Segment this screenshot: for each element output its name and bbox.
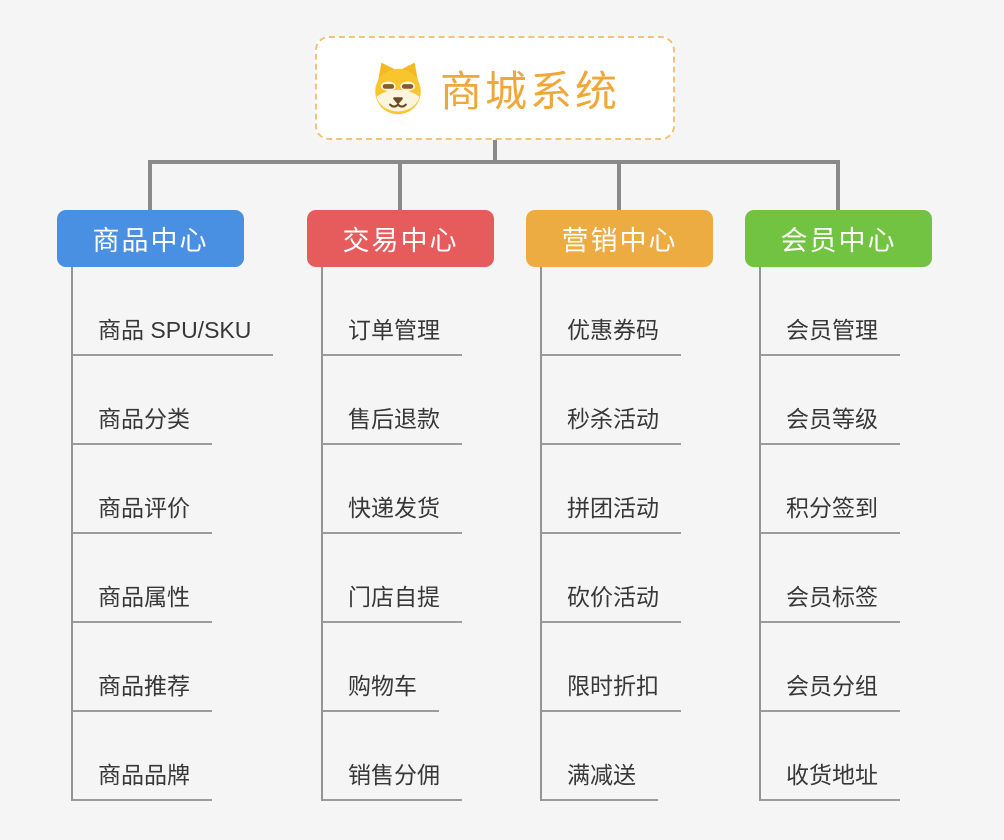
connector-drop-marketing	[617, 160, 621, 212]
connector-drop-trade	[398, 160, 402, 212]
leaf-node[interactable]: 商品 SPU/SKU	[71, 267, 307, 356]
leaf-label: 会员等级	[759, 400, 900, 445]
leaf-label: 购物车	[321, 667, 439, 712]
branch-goods-center: 商品中心 商品 SPU/SKU 商品分类 商品评价 商品属性 商品推荐 商品品牌	[57, 210, 307, 801]
root-node[interactable]: 商城系统	[315, 36, 675, 140]
leaf-node[interactable]: 售后退款	[321, 356, 557, 445]
leaf-node[interactable]: 会员标签	[759, 534, 995, 623]
connector-drop-goods	[148, 160, 152, 212]
leaf-node[interactable]: 限时折扣	[540, 623, 776, 712]
connector-root-stub	[493, 138, 497, 164]
leaf-label: 砍价活动	[540, 578, 681, 623]
leaf-label: 拼团活动	[540, 489, 681, 534]
leaf-label: 满减送	[540, 756, 658, 801]
leaf-label: 门店自提	[321, 578, 462, 623]
leaf-label: 收货地址	[759, 756, 900, 801]
leaf-node[interactable]: 拼团活动	[540, 445, 776, 534]
leaf-label: 快递发货	[321, 489, 462, 534]
leaf-node[interactable]: 购物车	[321, 623, 557, 712]
branch-member-center: 会员中心 会员管理 会员等级 积分签到 会员标签 会员分组 收货地址	[745, 210, 995, 801]
leaf-node[interactable]: 商品分类	[71, 356, 307, 445]
leaf-label: 会员标签	[759, 578, 900, 623]
leaf-node[interactable]: 快递发货	[321, 445, 557, 534]
leaf-label: 秒杀活动	[540, 400, 681, 445]
leaf-label: 商品评价	[71, 489, 212, 534]
leaf-label: 积分签到	[759, 489, 900, 534]
branch-spine	[321, 267, 323, 801]
connector-drop-member	[836, 160, 840, 212]
branch-marketing-center: 营销中心 优惠券码 秒杀活动 拼团活动 砍价活动 限时折扣 满减送	[526, 210, 776, 801]
leaf-node[interactable]: 商品属性	[71, 534, 307, 623]
leaf-node[interactable]: 积分签到	[759, 445, 995, 534]
leaf-label: 限时折扣	[540, 667, 681, 712]
leaf-label: 商品推荐	[71, 667, 212, 712]
root-title: 商城系统	[439, 67, 620, 115]
leaf-node[interactable]: 满减送	[540, 712, 776, 801]
leaf-node[interactable]: 销售分佣	[321, 712, 557, 801]
branch-header-member-center[interactable]: 会员中心	[745, 210, 932, 267]
leaf-node[interactable]: 会员管理	[759, 267, 995, 356]
leaf-node[interactable]: 商品品牌	[71, 712, 307, 801]
leaf-label: 商品品牌	[71, 756, 212, 801]
leaf-label: 订单管理	[321, 311, 462, 356]
leaf-label: 会员分组	[759, 667, 900, 712]
leaf-label: 优惠券码	[540, 311, 681, 356]
leaf-node[interactable]: 商品推荐	[71, 623, 307, 712]
leaf-node[interactable]: 商品评价	[71, 445, 307, 534]
connector-horizontal-rail	[148, 160, 840, 164]
leaf-label: 商品 SPU/SKU	[71, 311, 274, 356]
leaf-node[interactable]: 门店自提	[321, 534, 557, 623]
branch-trade-center: 交易中心 订单管理 售后退款 快递发货 门店自提 购物车 销售分佣	[307, 210, 557, 801]
branch-spine	[71, 267, 73, 801]
leaf-label: 会员管理	[759, 311, 900, 356]
dog-face-icon	[375, 62, 421, 115]
leaf-node[interactable]: 收货地址	[759, 712, 995, 801]
leaf-node[interactable]: 优惠券码	[540, 267, 776, 356]
leaf-label: 商品属性	[71, 578, 212, 623]
leaf-node[interactable]: 会员等级	[759, 356, 995, 445]
branch-header-trade-center[interactable]: 交易中心	[307, 210, 494, 267]
leaf-node[interactable]: 会员分组	[759, 623, 995, 712]
leaf-label: 销售分佣	[321, 756, 462, 801]
leaf-node[interactable]: 秒杀活动	[540, 356, 776, 445]
branch-header-goods-center[interactable]: 商品中心	[57, 210, 244, 267]
leaf-node[interactable]: 订单管理	[321, 267, 557, 356]
leaf-label: 售后退款	[321, 400, 462, 445]
branch-spine	[759, 267, 761, 801]
leaf-label: 商品分类	[71, 400, 212, 445]
branch-spine	[540, 267, 542, 801]
branch-header-marketing-center[interactable]: 营销中心	[526, 210, 713, 267]
leaf-node[interactable]: 砍价活动	[540, 534, 776, 623]
